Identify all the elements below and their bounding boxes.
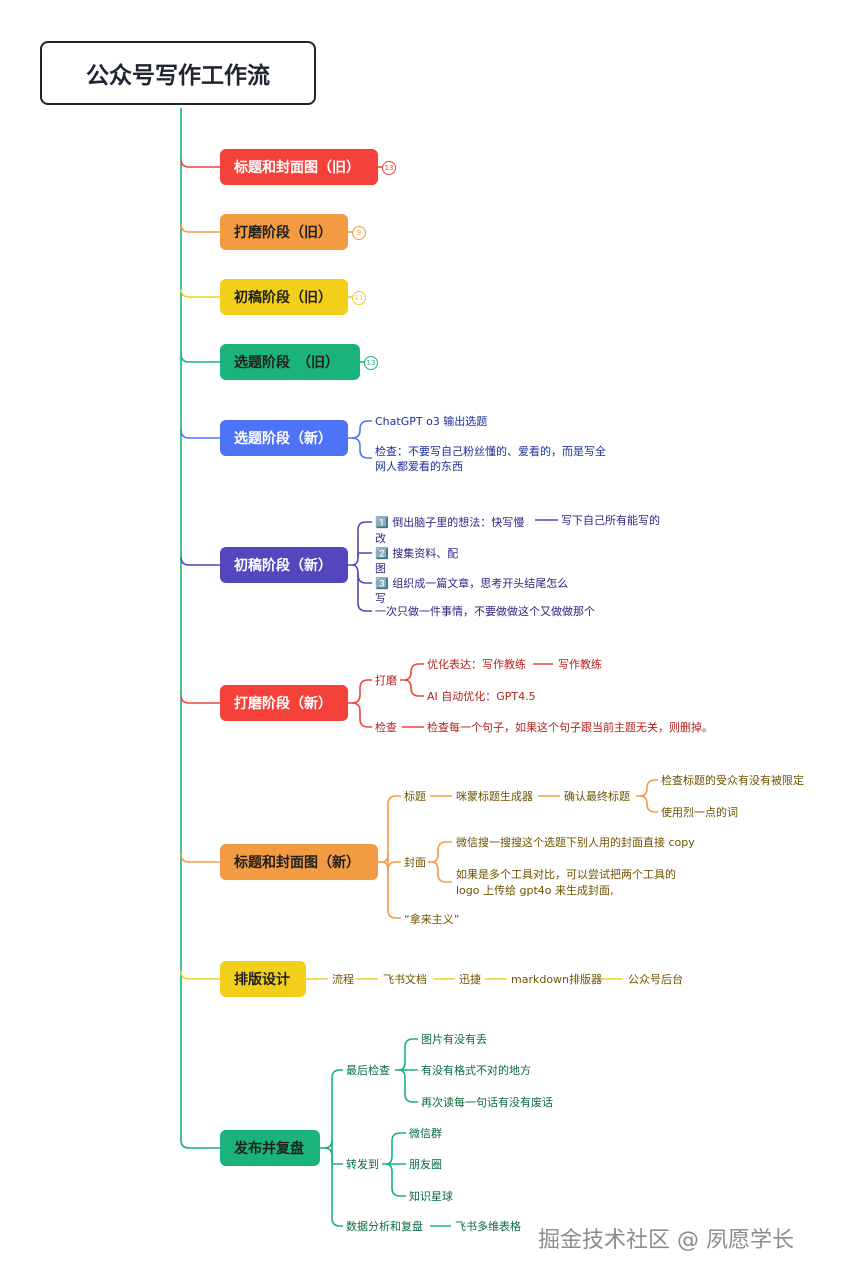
polish-label: 打磨 — [375, 674, 397, 687]
count-badge: 13 — [382, 161, 396, 175]
topic-item: ChatGPT o3 输出选题 — [375, 415, 488, 428]
flow-step: 流程 — [332, 973, 354, 986]
draft-item: 写 — [375, 592, 386, 605]
count-badge: 13 — [364, 356, 378, 370]
title-label: 标题 — [404, 790, 426, 803]
forward-label: 转发到 — [346, 1158, 379, 1171]
node-layout[interactable]: 排版设计 — [220, 961, 306, 997]
node-draft-new[interactable]: 初稿阶段（新） — [220, 547, 348, 583]
channel-item: 朋友圈 — [409, 1158, 442, 1171]
node-title-cover-new[interactable]: 标题和封面图（新） — [220, 844, 378, 880]
draft-item: 一次只做一件事情，不要做做这个又做做那个 — [375, 605, 595, 618]
draft-sub-item: 写下自己所有能写的 — [561, 514, 660, 527]
count-badge: 9 — [352, 226, 366, 240]
cover-item: 微信搜一搜搜这个选题下别人用的封面直接 copy — [456, 836, 695, 849]
cover-item: logo 上传给 gpt4o 来生成封面, — [456, 884, 614, 897]
channel-item: 知识星球 — [409, 1190, 453, 1203]
strong-words-item: 使用烈一点的词 — [661, 806, 738, 819]
node-publish[interactable]: 发布并复盘 — [220, 1130, 320, 1166]
draft-item: 图 — [375, 562, 386, 575]
topic-item: 网人都爱看的东西 — [375, 460, 463, 473]
optimize-item: 优化表达：写作教练 — [427, 658, 526, 671]
draft-item: 3️⃣ 组织成一篇文章，思考开头结尾怎么 — [375, 577, 569, 590]
optimize-sub-item: 写作教练 — [558, 658, 602, 671]
ai-item: AI 自动优化：GPT4.5 — [427, 690, 536, 703]
flow-step: 公众号后台 — [628, 973, 683, 986]
channel-item: 微信群 — [409, 1127, 442, 1140]
analysis-sub-item: 飞书多维表格 — [455, 1220, 521, 1233]
node-draft-old[interactable]: 初稿阶段（旧） — [220, 279, 348, 315]
check-item: 图片有没有丢 — [421, 1033, 487, 1046]
node-polish-new[interactable]: 打磨阶段（新） — [220, 685, 348, 721]
flow-step: markdown排版器 — [511, 973, 603, 986]
check-label: 检查 — [375, 721, 397, 734]
root-title: 公众号写作工作流 — [40, 41, 316, 105]
node-polish-old[interactable]: 打磨阶段（旧） — [220, 214, 348, 250]
confirm-item: 确认最终标题 — [564, 790, 630, 803]
node-title-cover-old[interactable]: 标题和封面图（旧） — [220, 149, 378, 185]
flow-step: 飞书文档 — [383, 973, 427, 986]
draft-item: 2️⃣ 搜集资料、配 — [375, 547, 459, 560]
check-item: 再次读每一句话有没有废话 — [421, 1096, 553, 1109]
node-topic-old[interactable]: 选题阶段 （旧） — [220, 344, 360, 380]
draft-item: 1️⃣ 倒出脑子里的想法：快写慢 — [375, 516, 525, 529]
cover-label: 封面 — [404, 856, 426, 869]
count-badge: 11 — [352, 291, 366, 305]
watermark: 掘金技术社区 @ 夙愿学长 — [538, 1228, 794, 1253]
draft-item: 改 — [375, 532, 386, 545]
check-item: 有没有格式不对的地方 — [421, 1064, 531, 1077]
topic-item: 检查：不要写自己粉丝懂的、爱看的，而是写全 — [375, 445, 606, 458]
flow-step: 迅捷 — [459, 973, 481, 986]
check-sub-item: 检查每一个句子，如果这个句子跟当前主题无关，则删掉。 — [427, 721, 713, 734]
analysis-label: 数据分析和复盘 — [346, 1220, 423, 1233]
final-check-label: 最后检查 — [346, 1064, 390, 1077]
generator-item: 咪蒙标题生成器 — [456, 790, 533, 803]
node-topic-new[interactable]: 选题阶段（新） — [220, 420, 348, 456]
audience-item: 检查标题的受众有没有被限定 — [661, 774, 804, 787]
cover-item: 如果是多个工具对比，可以尝试把两个工具的 — [456, 868, 676, 881]
borrow-item: “拿来主义” — [404, 913, 460, 926]
